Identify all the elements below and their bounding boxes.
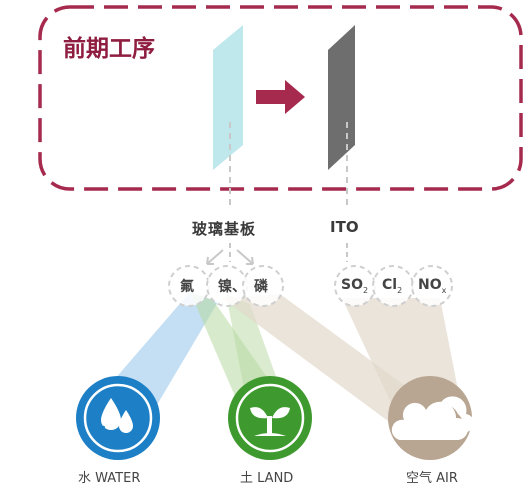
water-category-icon	[76, 376, 160, 460]
glass-substrate-panel	[213, 25, 243, 170]
pollutant-so2: SO2	[341, 277, 369, 295]
water-drops-icon	[101, 398, 133, 433]
pollutant-nickel: 镍、	[218, 279, 246, 295]
air-label: 空气 AIR	[406, 471, 458, 486]
beam-to-air-1	[222, 294, 430, 424]
bubble-nox	[411, 265, 453, 307]
process-arrow	[256, 80, 305, 114]
pollutant-nox: NOx	[418, 277, 447, 295]
pollutant-cl2: Cl2	[382, 277, 403, 295]
bubble-phosphorus	[242, 265, 284, 307]
ito-coated-panel	[328, 25, 355, 170]
pollutant-phosphorus: 磷	[254, 279, 268, 295]
cloud-icon	[391, 396, 475, 440]
sprout-icon	[250, 407, 290, 436]
land-category-icon	[228, 376, 312, 460]
water-label: 水 WATER	[78, 471, 141, 486]
substrate-label: 玻璃基板	[192, 220, 257, 238]
pollutant-fluorine: 氟	[180, 279, 194, 295]
ito-label: ITO	[330, 218, 359, 236]
stage-label: 前期工序	[63, 36, 155, 62]
stage-frame	[38, 5, 523, 191]
land-label: 土 LAND	[240, 471, 294, 486]
air-category-icon	[388, 376, 475, 460]
